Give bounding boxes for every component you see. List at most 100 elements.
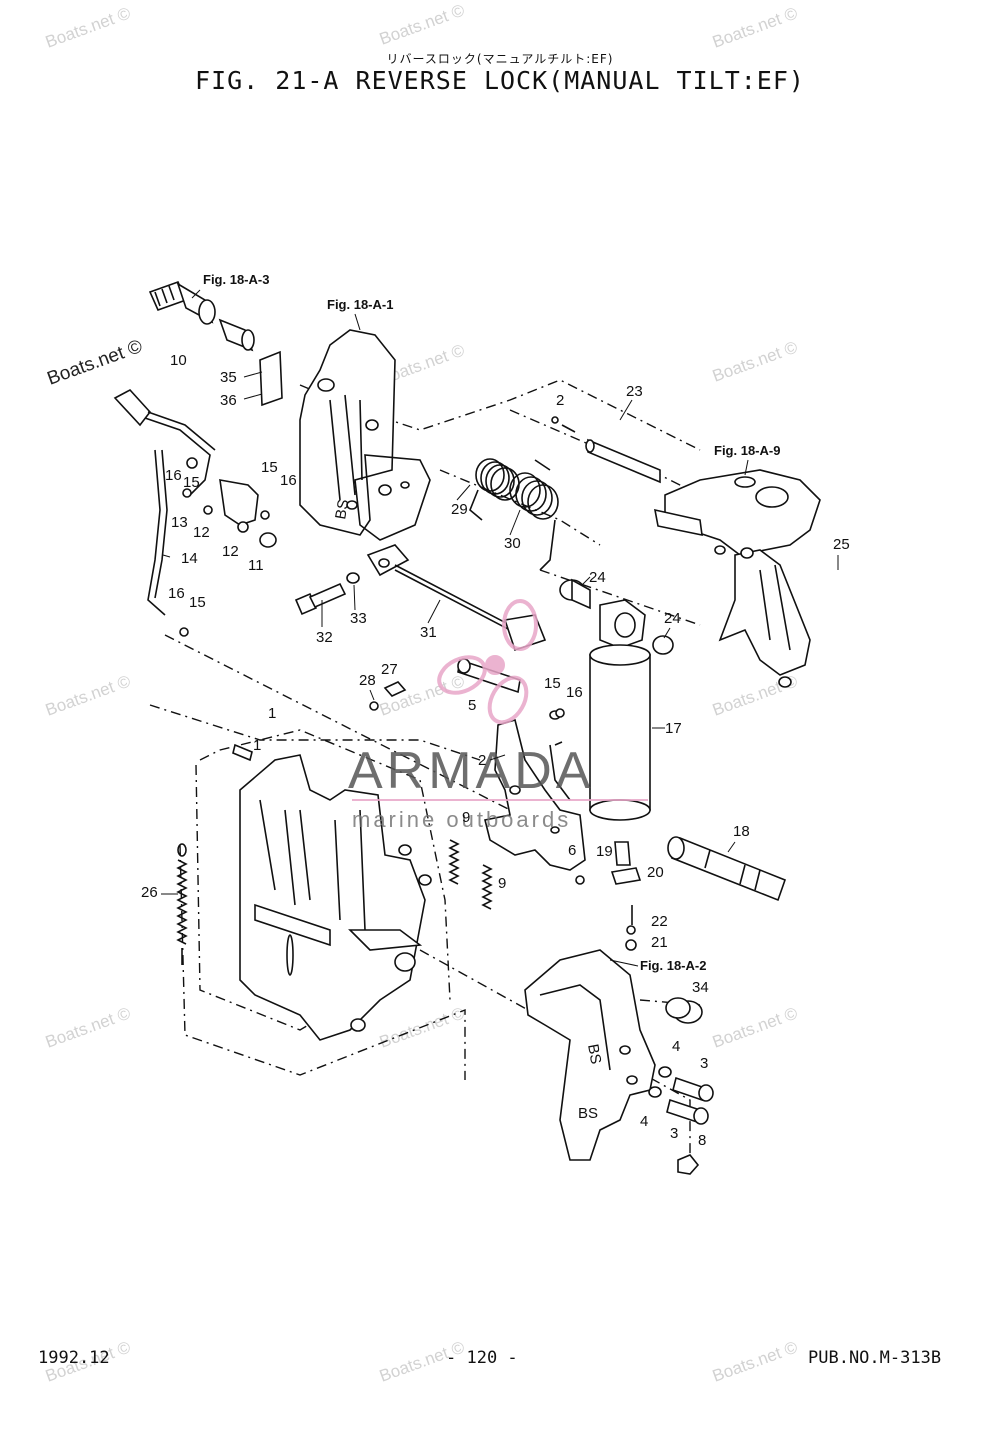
watermark: Boats.net © — [710, 3, 801, 51]
callout: 15 — [189, 594, 206, 611]
callout: 30 — [504, 535, 521, 552]
callout: 9 — [498, 875, 506, 892]
callout: 3 — [670, 1125, 678, 1142]
svg-text:BS: BS — [332, 498, 352, 521]
callout: 1 — [253, 737, 261, 754]
stern-bracket-left: BS — [299, 329, 431, 541]
callout: 3 — [700, 1055, 708, 1072]
callout: 35 — [220, 369, 237, 386]
watermark-dark: Boats.net © — [45, 336, 146, 390]
callout: 2 — [556, 392, 564, 409]
collar — [218, 318, 255, 352]
callout: 12 — [222, 543, 239, 560]
callout: 15 — [261, 459, 278, 476]
tilt-lever-knob — [113, 389, 216, 496]
bolt-32 — [294, 572, 360, 616]
callout: 15 — [183, 474, 200, 491]
bolts-3 — [648, 1066, 714, 1175]
callout: 23 — [626, 383, 643, 400]
japanese-subtitle: リバースロック(マニュアルチルト:EF) — [386, 52, 614, 66]
callout: 34 — [692, 979, 709, 996]
callout: 25 — [833, 536, 850, 553]
callout: 24 — [589, 569, 606, 586]
brand-name: ARMADA — [348, 742, 594, 800]
brand-watermark: ARMADA marine outboards — [348, 599, 648, 832]
callout: 36 — [220, 392, 237, 409]
callout: 20 — [647, 864, 664, 881]
pins-19-22 — [610, 841, 642, 951]
footer-publication-number: PUB.NO.M-313B — [808, 1348, 942, 1368]
watermark: Boats.net © — [377, 671, 468, 719]
callout: 16 — [165, 467, 182, 484]
watermark: Boats.net © — [43, 1003, 134, 1051]
callout: 18 — [733, 823, 750, 840]
pin-18 — [667, 836, 787, 902]
watermark-group: Boats.net © Boats.net © Boats.net © Boat… — [43, 0, 801, 1385]
callout: 28 — [359, 672, 376, 689]
watermark: Boats.net © — [43, 671, 134, 719]
springs-9 — [448, 839, 493, 910]
svg-text:BS: BS — [584, 1043, 604, 1066]
callout: 33 — [350, 610, 367, 627]
watermark: Boats.net © — [377, 0, 468, 48]
figure-ref: Fig. 18-A-2 — [640, 958, 706, 973]
callout: 1 — [268, 705, 276, 722]
callout: 31 — [420, 624, 437, 641]
callout: 16 — [168, 585, 185, 602]
callout: 8 — [698, 1132, 706, 1149]
callout: 24 — [664, 610, 681, 627]
svg-text:BS: BS — [578, 1105, 598, 1122]
callout: 21 — [651, 934, 668, 951]
callout: 16 — [566, 684, 583, 701]
small-fasteners — [232, 658, 585, 885]
callout: 5 — [468, 697, 476, 714]
watermark: Boats.net © — [710, 1337, 801, 1385]
part-callouts: 1 1 2 2 3 3 4 4 5 6 8 9 9 10 11 12 12 13… — [141, 352, 850, 1149]
callout: 15 — [544, 675, 561, 692]
figure-ref: Fig. 18-A-1 — [327, 297, 393, 312]
callout: 32 — [316, 629, 333, 646]
watermark: Boats.net © — [43, 3, 134, 51]
callout: 13 — [171, 514, 188, 531]
callout: 11 — [248, 557, 264, 574]
cap-34 — [665, 997, 703, 1024]
brand-tagline: marine outboards — [352, 807, 571, 832]
spring-26 — [176, 843, 188, 965]
callout: 2 — [478, 752, 486, 769]
callout: 17 — [665, 720, 682, 737]
watermark: Boats.net © — [710, 1003, 801, 1051]
callout: 27 — [381, 661, 398, 678]
reverse-lock-lever — [484, 710, 586, 871]
callout: 22 — [651, 913, 668, 930]
figure-references: Fig. 18-A-3 Fig. 18-A-1 Fig. 18-A-9 Fig.… — [191, 272, 780, 973]
callout: 29 — [451, 501, 468, 518]
leader-lines — [161, 399, 839, 895]
callout: 16 — [280, 472, 297, 489]
stern-bracket-right: BS BS — [524, 949, 656, 1161]
footer-date: 1992.12 — [38, 1348, 110, 1368]
tilt-stopper-bolt — [148, 280, 216, 325]
torsion-springs — [469, 458, 559, 571]
callout: 4 — [672, 1038, 680, 1055]
figure-ref: Fig. 18-A-9 — [714, 443, 780, 458]
reverse-lock-bracket — [239, 754, 432, 1041]
shaft-assembly-23 — [551, 416, 661, 484]
swivel-bracket — [653, 469, 821, 688]
lever-plate — [179, 457, 277, 637]
watermark: Boats.net © — [710, 337, 801, 385]
callout: 4 — [640, 1113, 648, 1130]
callout: 19 — [596, 843, 613, 860]
reverse-lock-rod — [366, 544, 547, 652]
callout: 10 — [170, 352, 187, 369]
tilt-cylinder — [589, 599, 665, 821]
callout: 9 — [462, 809, 470, 826]
link-rod-14 — [147, 449, 168, 616]
figure-ref: Fig. 18-A-3 — [203, 272, 269, 287]
callout: 26 — [141, 884, 158, 901]
bush-24 — [559, 578, 674, 655]
callout: 6 — [568, 842, 576, 859]
footer-page-number: - 120 - — [446, 1348, 518, 1368]
callout: 12 — [193, 524, 210, 541]
figure-title: FIG. 21-A REVERSE LOCK(MANUAL TILT:EF) — [195, 66, 805, 95]
